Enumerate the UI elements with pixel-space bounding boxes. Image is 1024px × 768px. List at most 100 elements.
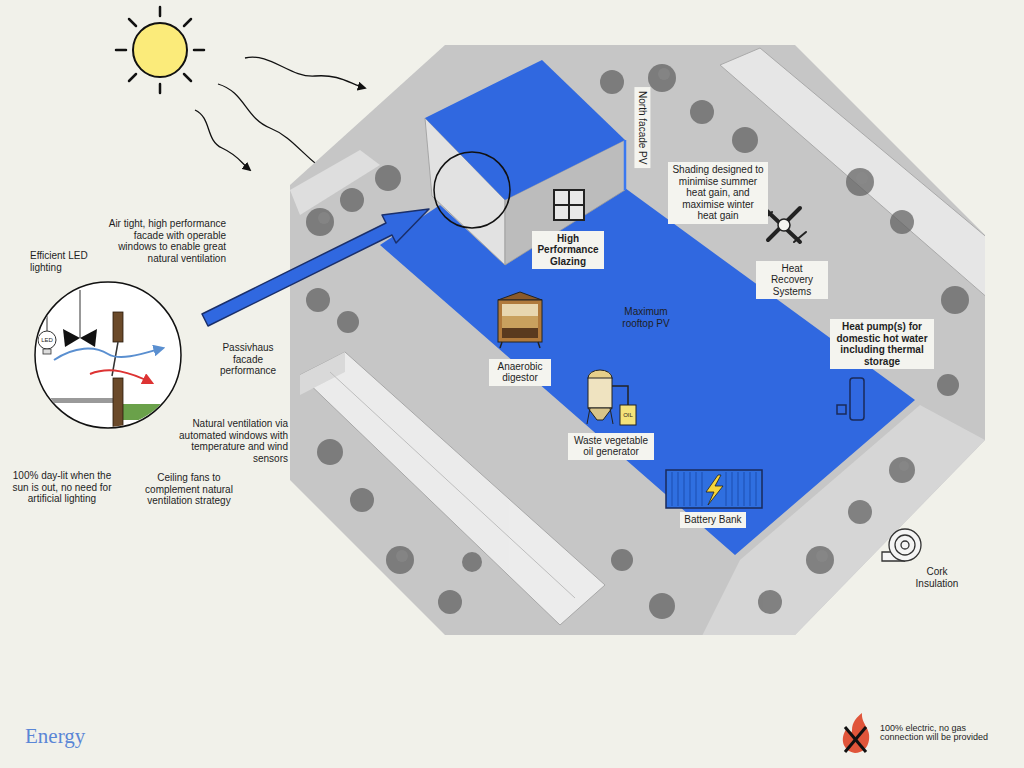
heat-pump-icon-part xyxy=(837,405,846,414)
aerial-site-photo-part-part-part xyxy=(306,288,330,312)
building-roof-part xyxy=(380,188,915,555)
cork-roll-icon-part xyxy=(895,535,915,555)
oil-generator-icon-part xyxy=(588,408,612,420)
aerial-site-photo-part-part-part xyxy=(600,70,624,94)
facade-detail-inset-part-part xyxy=(118,404,188,420)
aerial-site-photo xyxy=(290,45,990,640)
sun-ray-arrows-part xyxy=(195,110,250,170)
battery-container-icon-part xyxy=(706,475,723,505)
facade-detail-inset-part-part xyxy=(113,312,123,342)
label-box: Heat pump(s) for domestic hot water incl… xyxy=(830,319,934,369)
annotation-label: 100% electric, no gas connection will be… xyxy=(880,724,1010,742)
sun-symbol-part xyxy=(116,7,204,93)
oil-generator-icon xyxy=(587,370,636,425)
no-gas-icon-part xyxy=(845,727,866,752)
label-box: Heat Recovery Systems xyxy=(756,261,828,300)
facade-detail-inset-part-part xyxy=(63,329,80,347)
aerial-site-photo-part-part-part xyxy=(306,208,334,236)
no-gas-icon-part xyxy=(843,713,869,753)
aerial-site-photo-part-part-part xyxy=(337,311,359,333)
no-gas-icon xyxy=(843,713,869,753)
facade-detail-inset-part-part xyxy=(90,370,152,383)
annotation-label: Air tight, high performance facade with … xyxy=(101,218,226,264)
sun-symbol-part-part xyxy=(194,49,204,52)
digestor-icon-part xyxy=(498,300,542,342)
building-roof-part xyxy=(434,152,510,228)
aerial-site-photo-part-part-part xyxy=(941,286,969,314)
no-gas-icon-part xyxy=(845,727,866,752)
window-icon-part xyxy=(554,190,584,220)
aerial-site-photo-part-part-part xyxy=(856,172,868,184)
sun-symbol-part-part xyxy=(184,74,191,81)
window-icon-part xyxy=(554,204,584,206)
oil-generator-icon-part xyxy=(610,408,613,424)
diagram-title: Energy xyxy=(25,724,85,749)
digestor-icon-part xyxy=(502,304,538,316)
aerial-site-photo-part-part-part xyxy=(889,457,915,483)
annotation-label: 100% day-lit when the sun is out, no nee… xyxy=(5,470,120,505)
digestor-icon-part xyxy=(502,316,538,328)
facade-detail-inset-part-part xyxy=(80,290,81,338)
facade-detail-inset-part-part xyxy=(47,290,48,331)
facade-detail-inset-part-part xyxy=(38,331,56,349)
label-box: North facade PV xyxy=(635,87,651,168)
battery-container-icon xyxy=(666,470,762,508)
box-text: Anaerobic digestor xyxy=(493,361,547,384)
digestor-icon xyxy=(498,292,542,348)
aerial-site-photo-part-part xyxy=(306,64,969,619)
box-text: Shading designed to minimise summer heat… xyxy=(672,164,764,222)
window-icon xyxy=(554,190,584,220)
annotation-label: Cork Insulation xyxy=(907,566,967,589)
aerial-site-photo-part-part-part xyxy=(649,593,675,619)
facade-detail-inset-part-part xyxy=(80,329,97,347)
box-text: Waste vegetable oil generator xyxy=(572,435,650,458)
sun-ray-arrows-part xyxy=(245,57,365,88)
heat-recovery-icon-part xyxy=(768,208,800,240)
digestor-icon-part xyxy=(502,328,538,338)
aerial-site-photo-part-part-part xyxy=(890,210,914,234)
aerial-site-photo-part-part-part xyxy=(690,100,714,124)
battery-container-icon-part xyxy=(666,470,762,508)
label-box: High Performance Glazing xyxy=(532,231,604,270)
oil-generator-icon-part xyxy=(620,405,636,425)
sun-symbol xyxy=(116,7,204,93)
sun-symbol-part-part xyxy=(129,74,136,81)
facade-detail-inset-part xyxy=(30,290,188,428)
aerial-site-photo-part-part xyxy=(330,372,575,598)
facade-detail-inset-part-part xyxy=(43,349,51,354)
box-text: Heat Recovery Systems xyxy=(760,263,824,298)
detail-pointer-arrow xyxy=(202,209,429,326)
sun-symbol-part-part xyxy=(184,19,191,26)
label-box: Battery Bank xyxy=(680,512,745,528)
heat-recovery-icon-part xyxy=(778,219,790,231)
sun-symbol-part-part xyxy=(129,19,136,26)
facade-detail-inset-part-part xyxy=(30,398,115,403)
oil-generator-icon-part xyxy=(587,408,590,424)
oil-generator-icon-part xyxy=(588,378,612,408)
sun-symbol-part-part xyxy=(159,7,162,16)
aerial-site-photo-part-part-part xyxy=(375,165,401,191)
digestor-icon-part xyxy=(498,292,542,300)
building-roof xyxy=(380,60,915,555)
facade-detail-inset-part xyxy=(35,282,181,428)
aerial-site-photo-part-part-part xyxy=(317,439,343,465)
facade-detail-inset xyxy=(30,282,188,428)
battery-container-icon-part xyxy=(672,472,756,506)
aerial-site-photo-part-part-part xyxy=(340,188,364,212)
label-box: Waste vegetable oil generator xyxy=(568,433,654,460)
aerial-site-photo-part-part-part xyxy=(318,212,330,224)
facade-detail-inset-part-part xyxy=(113,378,123,428)
aerial-site-photo-part xyxy=(290,48,990,640)
cork-roll-icon-part xyxy=(889,529,921,561)
facade-detail-inset-part-part xyxy=(54,348,163,360)
box-text: Heat pump(s) for domestic hot water incl… xyxy=(834,321,930,367)
heat-pump-icon-part xyxy=(850,378,864,420)
heat-recovery-icon-part xyxy=(794,232,806,242)
aerial-site-photo-part-part-part xyxy=(732,127,758,153)
aerial-site-photo-part-part-part xyxy=(462,552,482,572)
aerial-site-photo-part-part xyxy=(290,150,380,215)
digestor-icon-part xyxy=(500,342,502,348)
digestor-icon-part xyxy=(538,342,540,348)
aerial-site-photo-part-part-part xyxy=(806,546,834,574)
aerial-site-photo-part-part-part xyxy=(848,500,872,524)
